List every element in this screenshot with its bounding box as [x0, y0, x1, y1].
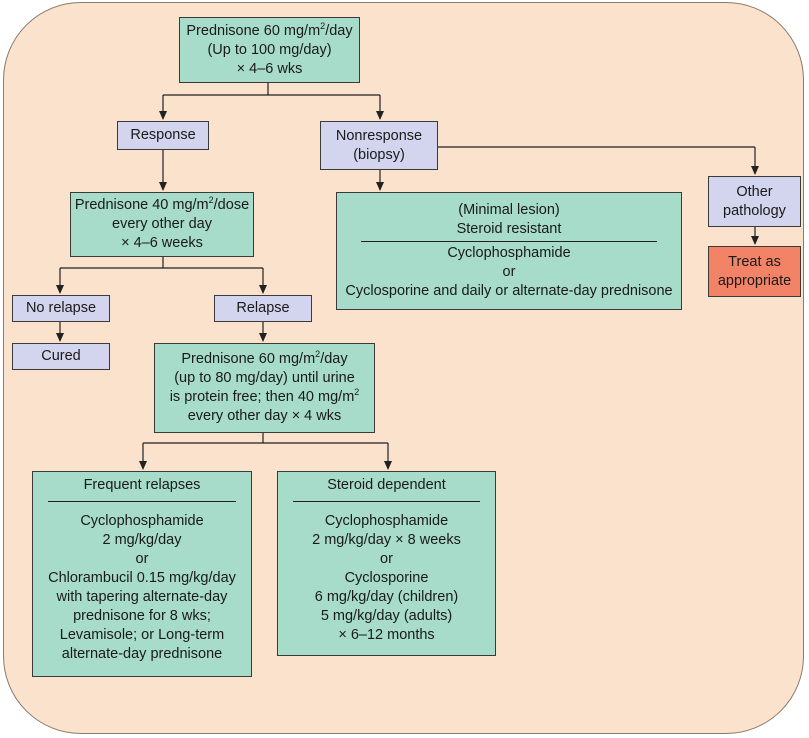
relapse-label: Relapse — [236, 300, 290, 316]
dependent-line: Cyclophosphamide — [324, 513, 449, 529]
no-relapse-label: No relapse — [25, 300, 97, 316]
dependent-line: × 6–12 months — [338, 627, 435, 643]
dependent-line: or — [380, 551, 393, 567]
frequent-line: or — [135, 551, 149, 567]
dependent-line: 2 mg/kg/day × 8 weeks — [312, 532, 461, 548]
response-label: Response — [130, 127, 196, 143]
dependent-line: Cyclosporine — [344, 570, 429, 586]
nonresponse-line2: (biopsy) — [353, 146, 405, 163]
frequent-line: Cyclophosphamide — [80, 513, 204, 529]
prednisone-alt-line2: every other day — [112, 216, 212, 232]
dependent-line: 5 mg/kg/day (adults) — [320, 608, 453, 624]
steroid-dependent-header: Steroid dependent — [327, 477, 446, 493]
minimal-lesion-line3: Cyclophosphamide — [447, 245, 571, 261]
steroid-dependent-box: Steroid dependent Cyclophosphamide 2 mg/… — [277, 471, 496, 656]
frequent-line: Chlorambucil 0.15 mg/kg/day — [48, 570, 236, 586]
start-line1: Prednisone 60 mg/m2/day — [186, 20, 353, 39]
frequent-line: alternate-day prednisone — [61, 646, 223, 662]
nonresponse-line1: Nonresponse — [335, 127, 423, 144]
relapse-treatment-line3: is protein free; then 40 mg/m2 — [169, 387, 360, 405]
relapse-box: Relapse — [214, 295, 312, 322]
dependent-line: 6 mg/kg/day (children) — [314, 589, 459, 605]
minimal-lesion-line5: Cyclosporine and daily or alternate-day … — [345, 283, 673, 299]
frequent-line: with tapering alternate-day — [56, 589, 228, 605]
cured-box: Cured — [12, 343, 110, 370]
treat-line2: appropriate — [717, 272, 792, 289]
start-line3: × 4–6 wks — [236, 60, 303, 77]
minimal-lesion-line1: (Minimal lesion) — [458, 202, 560, 218]
frequent-line: Levamisole; or Long-term — [59, 627, 225, 643]
treat-line1: Treat as — [728, 253, 781, 270]
relapse-treatment-box: Prednisone 60 mg/m2/day (up to 80 mg/day… — [154, 343, 375, 433]
minimal-lesion-box: (Minimal lesion) Steroid resistant Cyclo… — [336, 192, 682, 310]
other-pathology-box: Other pathology — [708, 176, 801, 227]
relapse-treatment-line4: every other day × 4 wks — [187, 408, 342, 424]
minimal-lesion-line4: or — [502, 264, 516, 280]
start-line2: (Up to 100 mg/day) — [207, 41, 332, 58]
frequent-line: prednisone for 8 wks; — [73, 608, 211, 624]
other-pathology-line1: Other — [736, 183, 773, 200]
frequent-relapses-box: Frequent relapses Cyclophosphamide 2 mg/… — [32, 471, 252, 677]
cured-label: Cured — [41, 348, 81, 364]
nonresponse-box: Nonresponse (biopsy) — [320, 121, 438, 170]
other-pathology-line2: pathology — [723, 202, 786, 219]
treat-box: Treat as appropriate — [708, 246, 801, 297]
frequent-line: 2 mg/kg/day — [102, 532, 182, 548]
prednisone-alt-line1: Prednisone 40 mg/m2/dose — [74, 195, 250, 213]
minimal-lesion-divider — [361, 241, 657, 242]
no-relapse-box: No relapse — [12, 295, 110, 322]
relapse-treatment-line2: (up to 80 mg/day) until urine — [174, 370, 355, 386]
start-prednisone-box: Prednisone 60 mg/m2/day (Up to 100 mg/da… — [179, 17, 360, 83]
relapse-treatment-line1: Prednisone 60 mg/m2/day — [181, 349, 348, 367]
frequent-relapses-divider — [48, 501, 236, 502]
minimal-lesion-line2: Steroid resistant — [456, 221, 562, 237]
response-box: Response — [117, 121, 209, 150]
prednisone-alternate-box: Prednisone 40 mg/m2/dose every other day… — [70, 192, 254, 257]
prednisone-alt-line3: × 4–6 weeks — [121, 235, 203, 251]
steroid-dependent-divider — [293, 501, 480, 502]
frequent-relapses-header: Frequent relapses — [83, 477, 201, 493]
